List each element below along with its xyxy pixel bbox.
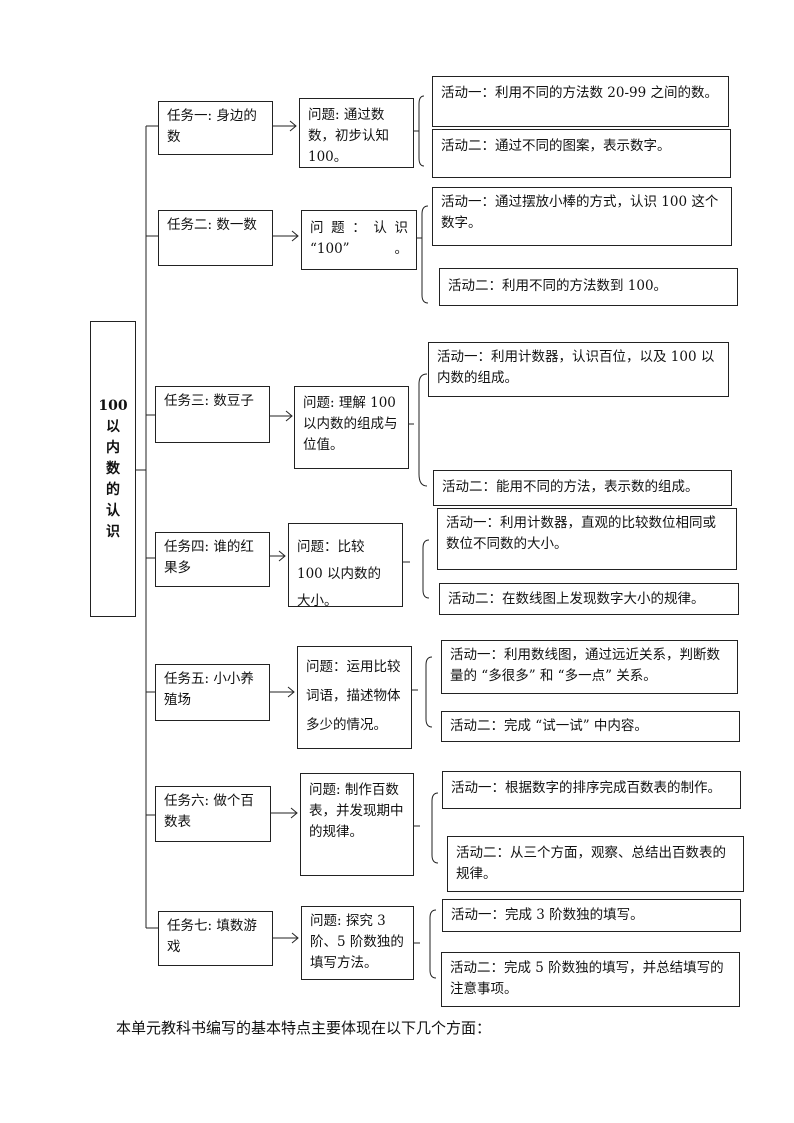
activity-6-1-box: 活动一：根据数字的排序完成百数表的制作。 (442, 771, 741, 809)
root-title-char: 数 (106, 460, 120, 477)
activity-2-1-label: 活动一：通过摆放小棒的方式，认识 100 这个数字。 (441, 194, 719, 231)
activity-1-1-label: 活动一：利用不同的方法数 20-99 之间的数。 (441, 85, 718, 101)
activity-4-1-box: 活动一：利用计数器，直观的比较数位相同或数位不同数的大小。 (437, 508, 737, 570)
activity-4-1-label: 活动一：利用计数器，直观的比较数位相同或数位不同数的大小。 (446, 515, 716, 552)
activity-2-2-label: 活动二：利用不同的方法数到 100。 (448, 278, 668, 294)
question-5-box: 问题：运用比较词语，描述物体多少的情况。 (297, 646, 412, 749)
activity-6-1-label: 活动一：根据数字的排序完成百数表的制作。 (451, 780, 721, 796)
task-4-label: 任务四: 谁的红果多 (164, 539, 254, 576)
activity-2-2-box: 活动二：利用不同的方法数到 100。 (439, 268, 738, 306)
root-title-box: 100 以 内 数 的 认 识 (90, 321, 136, 617)
activity-5-1-label: 活动一：利用数线图，通过远近关系，判断数量的 “多很多” 和 “多一点” 关系。 (450, 647, 720, 684)
task-5-label: 任务五: 小小养殖场 (164, 671, 254, 708)
root-title-number: 100 (98, 397, 128, 414)
activity-1-2-box: 活动二：通过不同的图案，表示数字。 (432, 129, 731, 178)
task-2-label: 任务二: 数一数 (167, 217, 257, 233)
question-3-box: 问题: 理解 100 以内数的组成与位值。 (294, 386, 409, 469)
activity-5-2-label: 活动二：完成 “试一试” 中内容。 (450, 718, 648, 734)
task-1-box: 任务一: 身边的数 (158, 101, 273, 155)
activity-3-2-box: 活动二：能用不同的方法，表示数的组成。 (433, 470, 732, 506)
task-6-box: 任务六: 做个百数表 (155, 786, 271, 842)
task-7-box: 任务七: 填数游戏 (158, 911, 273, 966)
question-4-label: 问题：比较 100 以内数的大小。 (297, 539, 382, 609)
question-7-box: 问题: 探究 3 阶、5 阶数独的填写方法。 (301, 906, 414, 980)
activity-7-1-label: 活动一：完成 3 阶数独的填写。 (451, 907, 644, 923)
question-2-label: 问 题 ： 认 识 “100” 。 (310, 220, 408, 257)
question-3-label: 问题: 理解 100 以内数的组成与位值。 (303, 395, 398, 453)
activity-7-2-box: 活动二：完成 5 阶数独的填写，并总结填写的注意事项。 (441, 952, 740, 1007)
task-3-label: 任务三: 数豆子 (164, 393, 254, 409)
activity-6-2-label: 活动二：从三个方面，观察、总结出百数表的规律。 (456, 845, 726, 882)
root-title-char: 以 (106, 418, 120, 435)
task-7-label: 任务七: 填数游戏 (167, 918, 257, 955)
task-1-label: 任务一: 身边的数 (167, 108, 257, 145)
activity-3-2-label: 活动二：能用不同的方法，表示数的组成。 (442, 479, 699, 495)
activity-3-1-label: 活动一：利用计数器，认识百位，以及 100 以内数的组成。 (437, 349, 715, 386)
question-6-box: 问题: 制作百数表，并发现期中的规律。 (300, 773, 414, 876)
question-2-box: 问 题 ： 认 识 “100” 。 (301, 210, 417, 270)
activity-5-1-box: 活动一：利用数线图，通过远近关系，判断数量的 “多很多” 和 “多一点” 关系。 (441, 640, 738, 694)
activity-3-1-box: 活动一：利用计数器，认识百位，以及 100 以内数的组成。 (428, 342, 729, 397)
task-6-label: 任务六: 做个百数表 (164, 793, 254, 830)
activity-7-1-box: 活动一：完成 3 阶数独的填写。 (442, 899, 741, 932)
question-6-label: 问题: 制作百数表，并发现期中的规律。 (309, 782, 404, 840)
question-4-box: 问题：比较 100 以内数的大小。 (288, 523, 403, 609)
root-title-char: 内 (106, 439, 120, 456)
task-4-box: 任务四: 谁的红果多 (155, 532, 270, 587)
task-5-box: 任务五: 小小养殖场 (155, 664, 270, 721)
question-1-label: 问题: 通过数数，初步认知 100。 (308, 107, 389, 165)
question-1-box: 问题: 通过数数，初步认知 100。 (299, 98, 414, 168)
question-5-label: 问题：运用比较词语，描述物体多少的情况。 (306, 659, 401, 733)
activity-4-2-label: 活动二：在数线图上发现数字大小的规律。 (448, 591, 705, 607)
activity-1-1-box: 活动一：利用不同的方法数 20-99 之间的数。 (432, 76, 729, 127)
activity-5-2-box: 活动二：完成 “试一试” 中内容。 (441, 711, 740, 742)
activity-4-2-box: 活动二：在数线图上发现数字大小的规律。 (439, 583, 739, 615)
root-title-char: 识 (106, 523, 120, 540)
root-title-char: 的 (106, 481, 120, 498)
activity-6-2-box: 活动二：从三个方面，观察、总结出百数表的规律。 (447, 836, 744, 892)
activity-2-1-box: 活动一：通过摆放小棒的方式，认识 100 这个数字。 (432, 187, 732, 246)
root-title-char: 认 (106, 502, 120, 519)
task-2-box: 任务二: 数一数 (158, 210, 273, 266)
question-7-label: 问题: 探究 3 阶、5 阶数独的填写方法。 (310, 913, 404, 971)
task-3-box: 任务三: 数豆子 (155, 386, 270, 443)
activity-1-2-label: 活动二：通过不同的图案，表示数字。 (441, 138, 671, 154)
footer-text: 本单元教科书编写的基本特点主要体现在以下几个方面： (116, 1019, 492, 1037)
activity-7-2-label: 活动二：完成 5 阶数独的填写，并总结填写的注意事项。 (450, 960, 724, 997)
